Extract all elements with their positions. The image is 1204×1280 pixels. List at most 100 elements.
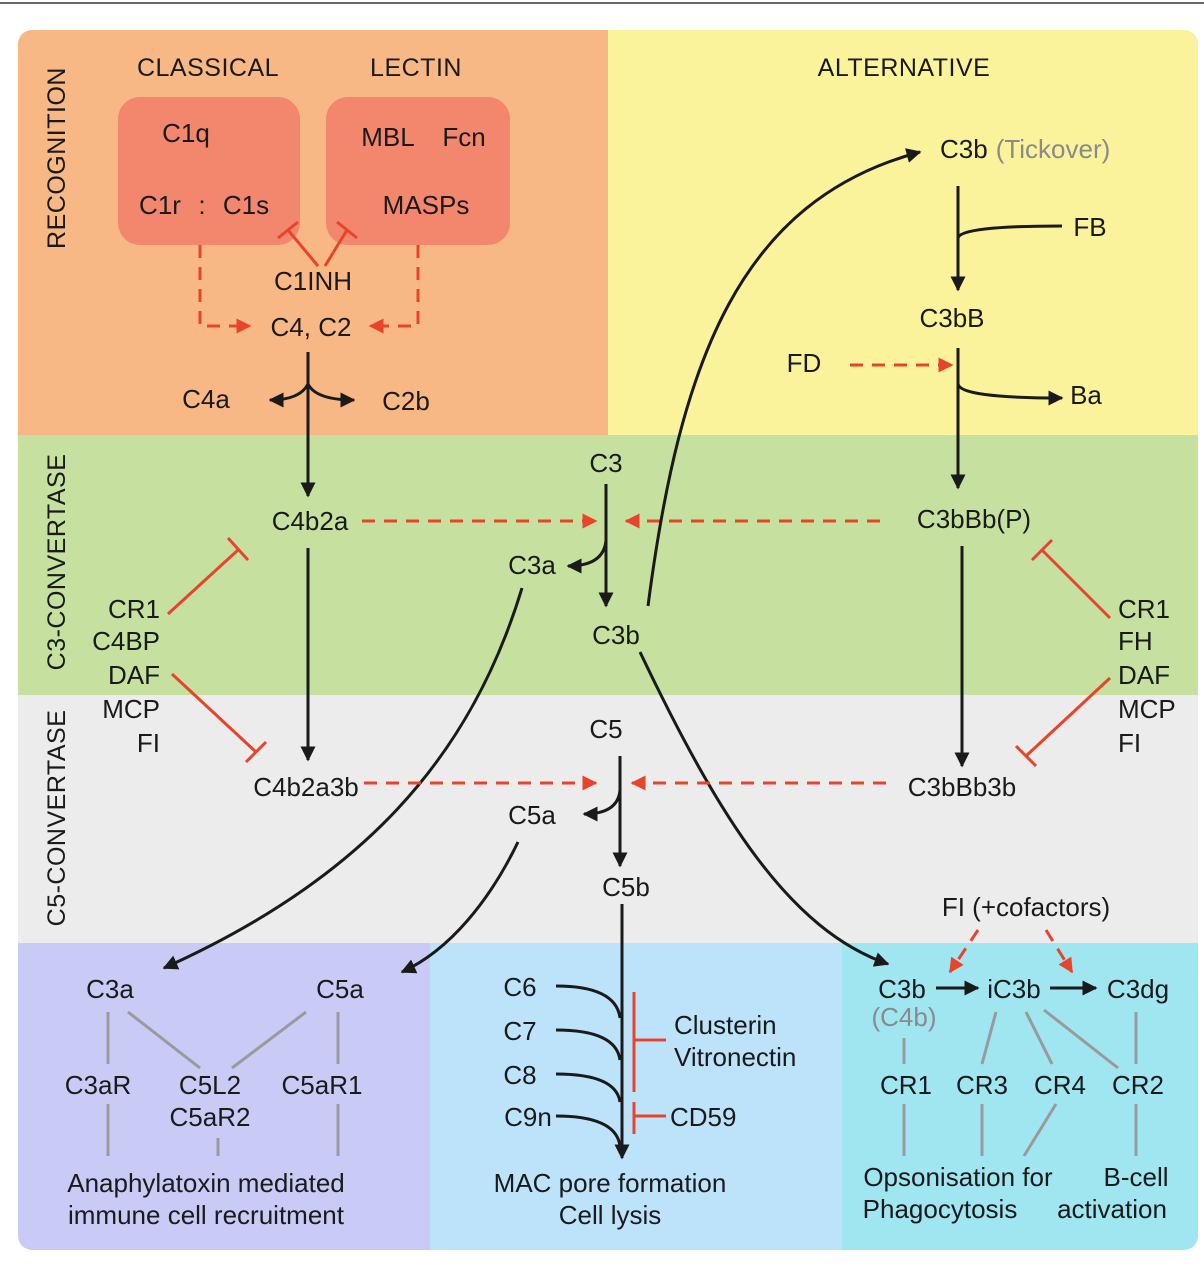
c5-label: C5 (589, 714, 622, 744)
right-regulator-fi: FI (1118, 728, 1141, 758)
c4-c2-label: C4, C2 (271, 312, 352, 342)
c3dg-label: C3dg (1107, 974, 1169, 1004)
right-regulators-inhibit-c3bbb3b (1014, 676, 1112, 768)
c3-label: C3 (589, 448, 622, 478)
cd59-inhibition (632, 1102, 666, 1134)
ic3b-to-cr2-link (1043, 1008, 1119, 1070)
c3b-to-tickover-arrow (646, 148, 922, 607)
c1q-label: C1q (162, 118, 210, 148)
opsonisation-outcome-line2: Phagocytosis (863, 1194, 1018, 1224)
c5a-to-c5l2-link (231, 1010, 307, 1070)
recognition-region (18, 30, 608, 435)
c3bb-label: C3bB (919, 303, 984, 333)
cr2-label: CR2 (1112, 1070, 1164, 1100)
b-cell-outcome-line2: activation (1057, 1194, 1167, 1224)
vitronectin-label: Vitronectin (674, 1042, 796, 1072)
cr3-label: CR3 (956, 1070, 1008, 1100)
lectin-to-c4c2-dashed-arrow (368, 245, 420, 334)
c3a-split-arrow (566, 539, 608, 574)
right-regulator-fh: FH (1118, 626, 1153, 656)
right-regulator-mcp: MCP (1118, 694, 1176, 724)
section-label-c5-convertase: C5-CONVERTASE (43, 710, 71, 927)
c9n-join-curve (555, 1114, 622, 1147)
c2b-split-arrow (306, 383, 356, 408)
lectin-complex-box (326, 97, 510, 245)
c3bbbp-label: C3bBb(P) (917, 504, 1031, 534)
c8-join-curve (555, 1072, 622, 1103)
c3b-label: C3b (592, 620, 640, 650)
mac-outcome-line2: Cell lysis (559, 1200, 662, 1230)
c4a-split-arrow (268, 383, 310, 408)
c1r-c1s-colon: : (198, 190, 205, 220)
ba-split-arrow (956, 383, 1064, 406)
right-regulator-daf: DAF (1118, 660, 1170, 690)
c2b-label: C2b (382, 386, 430, 416)
c3b-to-opsonisation-arrow (638, 651, 890, 967)
alt-c3b-text: C3b (940, 134, 988, 164)
c1r-label: C1r (139, 190, 181, 220)
c1inh-label: C1INH (274, 266, 352, 296)
pathway-header-classical: CLASSICAL (137, 54, 279, 82)
c3-convertase-region (18, 435, 1198, 695)
c5b-label: C5b (602, 872, 650, 902)
c6-join-curve (555, 984, 622, 1019)
fi-cofactors-to-second-cleavage-arrow (1044, 929, 1074, 974)
anaphylatoxin-c5a-label: C5a (316, 974, 364, 1004)
left-regulator-fi: FI (137, 728, 160, 758)
c1inh-inhibits-classical (277, 220, 320, 267)
classical-to-c4c2-dashed-arrow (198, 245, 252, 334)
c4b2a3b-label: C4b2a3b (253, 772, 359, 802)
section-label-c3-convertase: C3-CONVERTASE (43, 454, 71, 671)
c4a-label: C4a (182, 384, 230, 414)
pathway-header-lectin: LECTIN (370, 54, 462, 82)
c1s-label: C1s (223, 190, 269, 220)
c5a-split-arrow (582, 789, 622, 822)
c1inh-inhibits-lectin (323, 220, 358, 267)
c3a-to-c5l2-link (127, 1010, 201, 1070)
opsonisation-cr1-label: CR1 (880, 1070, 932, 1100)
fi-cofactors-to-first-cleavage-arrow (948, 929, 980, 974)
alt-c3b-tickover-label: C3b (Tickover) (940, 134, 1110, 164)
c5a-label: C5a (508, 800, 556, 830)
cr4-to-outcome-link (1022, 1103, 1058, 1157)
section-label-recognition: RECOGNITION (43, 67, 71, 249)
right-regulators-inhibit-c3bbbp (1030, 538, 1112, 620)
mac-outcome-line1: MAC pore formation (494, 1168, 727, 1198)
ic3b-to-cr3-link (980, 1011, 998, 1065)
c4b2a-label: C4b2a (272, 506, 349, 536)
anaphylatoxin-region (18, 943, 430, 1250)
left-regulators-inhibit-c4b2a (166, 536, 250, 616)
c6-label: C6 (503, 972, 536, 1002)
clusterin-label: Clusterin (674, 1010, 777, 1040)
classical-complex-box (118, 97, 300, 245)
ic3b-label: iC3b (987, 974, 1040, 1004)
mac-region (430, 943, 842, 1250)
pathway-header-alternative: ALTERNATIVE (818, 54, 991, 82)
c5a-to-anaphylatoxin-arrow (400, 841, 520, 974)
left-regulator-cr1: CR1 (108, 594, 160, 624)
c3a-to-anaphylatoxin-arrow (162, 587, 524, 970)
opsonisation-c3b-label: C3b (878, 974, 926, 1004)
fb-label: FB (1073, 212, 1106, 242)
fcn-label: Fcn (442, 122, 485, 152)
anaphylatoxin-c3a-label: C3a (86, 974, 134, 1004)
opsonisation-outcome-line1: Opsonisation for (863, 1162, 1053, 1192)
c5ar1-label: C5aR1 (282, 1070, 363, 1100)
mbl-label: MBL (361, 122, 414, 152)
ic3b-to-cr4-link (1024, 1011, 1054, 1065)
b-cell-outcome-line1: B-cell (1103, 1162, 1168, 1192)
anaphylatoxin-outcome-line1: Anaphylatoxin mediated (67, 1168, 345, 1198)
cr4-label: CR4 (1034, 1070, 1086, 1100)
opsonisation-c4b-label: (C4b) (871, 1002, 936, 1032)
fb-join-curve (956, 224, 1063, 239)
c5ar2-label: C5aR2 (170, 1102, 251, 1132)
right-regulator-cr1: CR1 (1118, 594, 1170, 624)
left-regulators-inhibit-c4b2a3b (170, 672, 268, 764)
fd-label: FD (787, 348, 822, 378)
c7-join-curve (555, 1028, 622, 1061)
c5-convertase-region (18, 695, 1198, 943)
c5l2-label: C5L2 (179, 1070, 241, 1100)
tickover-text: (Tickover) (996, 134, 1111, 164)
opsonisation-region (842, 943, 1198, 1250)
